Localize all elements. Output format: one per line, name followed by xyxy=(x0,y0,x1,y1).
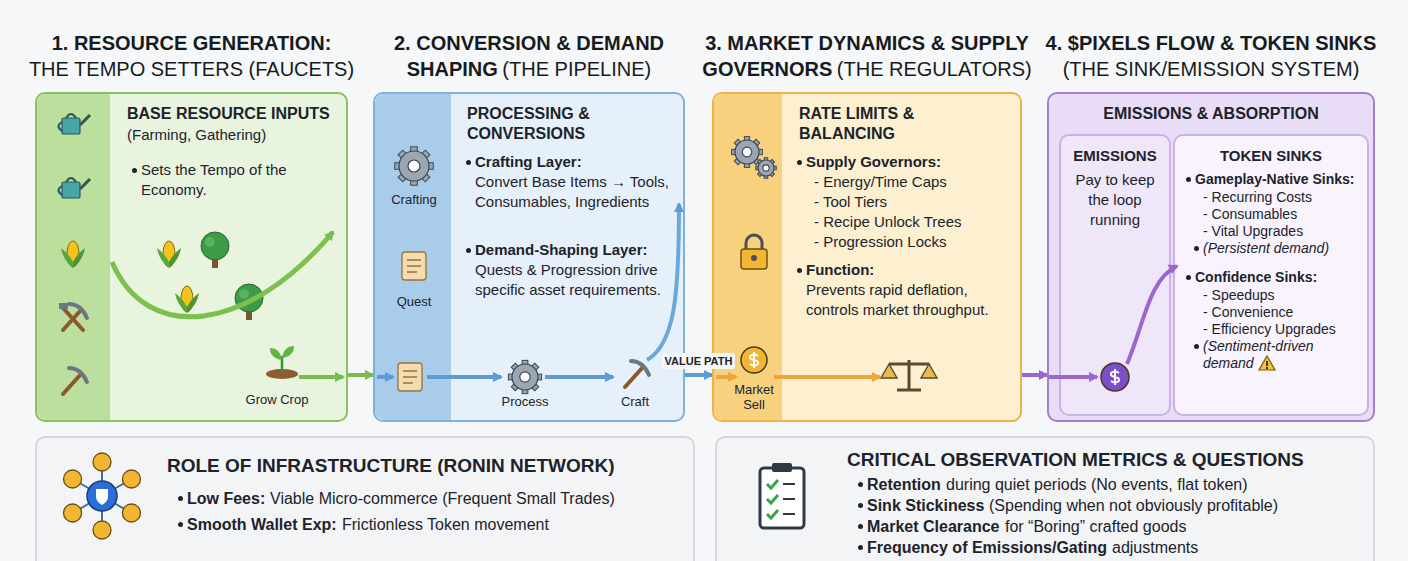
bullet-heading: Function: xyxy=(806,260,1006,280)
bullet-heading: TOKEN SINKS xyxy=(1175,146,1367,166)
note-text: (Sentiment-driven demand xyxy=(1203,338,1323,372)
metric-name: Market Clearance xyxy=(867,516,1000,537)
body-text: - Energy/Time Caps xyxy=(814,172,1014,192)
pipeline-panel: 2. CONVERSION & DEMAND SHAPING (THE PIPE… xyxy=(373,92,685,422)
icon-label: Quest xyxy=(377,294,451,309)
column-heading: 1. RESOURCE GENERATION: xyxy=(25,30,358,56)
column-heading: 4. $PIXELS FLOW & TOKEN SINKS xyxy=(1046,32,1377,54)
metric-name: Sink Stickiness xyxy=(867,495,984,516)
bullet-dot xyxy=(858,482,863,487)
metric-text: Viable Micro-commerce (Frequent Small Tr… xyxy=(270,488,615,509)
metric-text: Frictionless Token movement xyxy=(342,514,549,535)
body-text: - Progression Locks xyxy=(814,232,1014,252)
icon-label: Process xyxy=(485,394,565,409)
column-subheading: (THE PIPELINE) xyxy=(502,58,651,80)
column-subheading: (THE SINK/EMISSION SYSTEM) xyxy=(1063,58,1360,80)
bullet-dot xyxy=(132,168,137,173)
edge-label: VALUE PATH xyxy=(662,353,736,369)
flow-arrow xyxy=(348,373,373,377)
panel-title: ROLE OF INFRASTRUCTURE (RONIN NETWORK) xyxy=(167,454,687,478)
heading-block: 2. CONVERSION & DEMAND SHAPING (THE PIPE… xyxy=(363,30,695,82)
column-subheading: THE TEMPO SETTERS (FAUCETS) xyxy=(29,58,354,80)
bullet-dot xyxy=(466,248,471,253)
heading-block: 1. RESOURCE GENERATION:THE TEMPO SETTERS… xyxy=(25,30,358,82)
regulator-panel: 3. MARKET DYNAMICS & SUPPLY GOVERNORS (T… xyxy=(712,92,1022,422)
column-subheading: (THE REGULATORS) xyxy=(837,58,1032,80)
bullet-dot xyxy=(466,160,471,165)
emissions-column: EMISSIONS Pay to keep the loop running xyxy=(1059,134,1171,416)
body-text: Quests & Progression drive specific asse… xyxy=(475,260,670,300)
bullet-dot xyxy=(797,268,802,273)
bullet-dot xyxy=(858,524,863,529)
metric-name: Retention xyxy=(867,474,941,495)
bullet-heading: Supply Governors: xyxy=(806,152,1006,172)
icon-label: Craft xyxy=(597,394,673,409)
list-item: - Efficiency Upgrades xyxy=(1203,321,1363,338)
heading-block: 4. $PIXELS FLOW & TOKEN SINKS (THE SINK/… xyxy=(1037,30,1385,82)
token-sinks-column: TOKEN SINKS Gameplay-Native Sinks:- Recur… xyxy=(1173,134,1369,416)
sink-panel: 4. $PIXELS FLOW & TOKEN SINKS (THE SINK/… xyxy=(1047,92,1375,422)
note-text: (Persistent demand) xyxy=(1203,240,1363,257)
bullet-dot xyxy=(178,522,183,527)
metric-text: during quiet periods (No events, flat to… xyxy=(946,474,1248,495)
bullet-dot xyxy=(1186,275,1191,280)
metric-name: Smooth Wallet Exp: xyxy=(187,514,337,535)
heading-block: 3. MARKET DYNAMICS & SUPPLY GOVERNORS (T… xyxy=(702,30,1032,82)
bullet-dot xyxy=(858,545,863,550)
bullet-dot xyxy=(858,503,863,508)
icon-label: Market Sell xyxy=(726,382,782,412)
icon-label: Crafting xyxy=(377,192,451,207)
body-text: - Tool Tiers xyxy=(814,192,1014,212)
flow-arrow xyxy=(1022,373,1047,377)
list-item: - Recurring Costs xyxy=(1203,189,1363,206)
metric-text: for “Boring” crafted goods xyxy=(1005,516,1186,537)
section-title: PROCESSING & CONVERSIONS xyxy=(467,104,642,144)
metric-text: (Spending when not obviously profitable) xyxy=(989,495,1278,516)
list-item: - Speedups xyxy=(1203,287,1363,304)
body-text: Prevents rapid deflation, controls marke… xyxy=(806,280,1011,320)
bullet-dot xyxy=(1194,344,1199,349)
body-text: - Recipe Unlock Trees xyxy=(814,212,1014,232)
bullet-heading: EMISSIONS xyxy=(1061,146,1169,166)
metrics-panel: CRITICAL OBSERVATION METRICS & QUESTIONS… xyxy=(715,436,1375,561)
body-text: Pay to keep the loop running xyxy=(1067,170,1163,230)
panel-title: CRITICAL OBSERVATION METRICS & QUESTIONS xyxy=(847,448,1367,472)
infrastructure-panel: ROLE OF INFRASTRUCTURE (RONIN NETWORK) Lo… xyxy=(35,436,695,561)
list-item: - Consumables xyxy=(1203,206,1363,223)
icon-label: Grow Crop xyxy=(227,392,327,407)
bullet-heading: Confidence Sinks: xyxy=(1195,268,1365,286)
metric-name: Low Fees: xyxy=(187,488,265,509)
icon-illustration xyxy=(1049,94,1373,420)
list-item: - Convenience xyxy=(1203,304,1363,321)
section-title: RATE LIMITS & BALANCING xyxy=(799,104,969,144)
bullet-dot xyxy=(1186,177,1191,182)
faucet-panel: 1. RESOURCE GENERATION:THE TEMPO SETTERS… xyxy=(35,92,348,422)
metric-text: adjustments xyxy=(1112,537,1198,558)
bullet-dot xyxy=(797,160,802,165)
section-title: EMISSIONS & ABSORPTION xyxy=(1049,104,1373,124)
list-item: - Vital Upgrades xyxy=(1203,223,1363,240)
bullet-heading: Demand-Shaping Layer: xyxy=(475,240,675,260)
body-text: (Farming, Gathering) xyxy=(127,125,342,145)
body-text: Convert Base Items → Tools, Consumables,… xyxy=(475,172,670,212)
flow-arrow xyxy=(685,373,712,377)
bullet-dot xyxy=(1194,246,1199,251)
section-title: BASE RESOURCE INPUTS xyxy=(127,104,342,124)
bullet-heading: Crafting Layer: xyxy=(475,152,675,172)
bullet-dot xyxy=(178,496,183,501)
icon-illustration xyxy=(714,94,1020,420)
metric-name: Frequency of Emissions/Gating xyxy=(867,537,1107,558)
bullet-heading: Gameplay-Native Sinks: xyxy=(1195,170,1365,188)
body-text: Sets the Tempo of the Economy. xyxy=(141,160,336,200)
